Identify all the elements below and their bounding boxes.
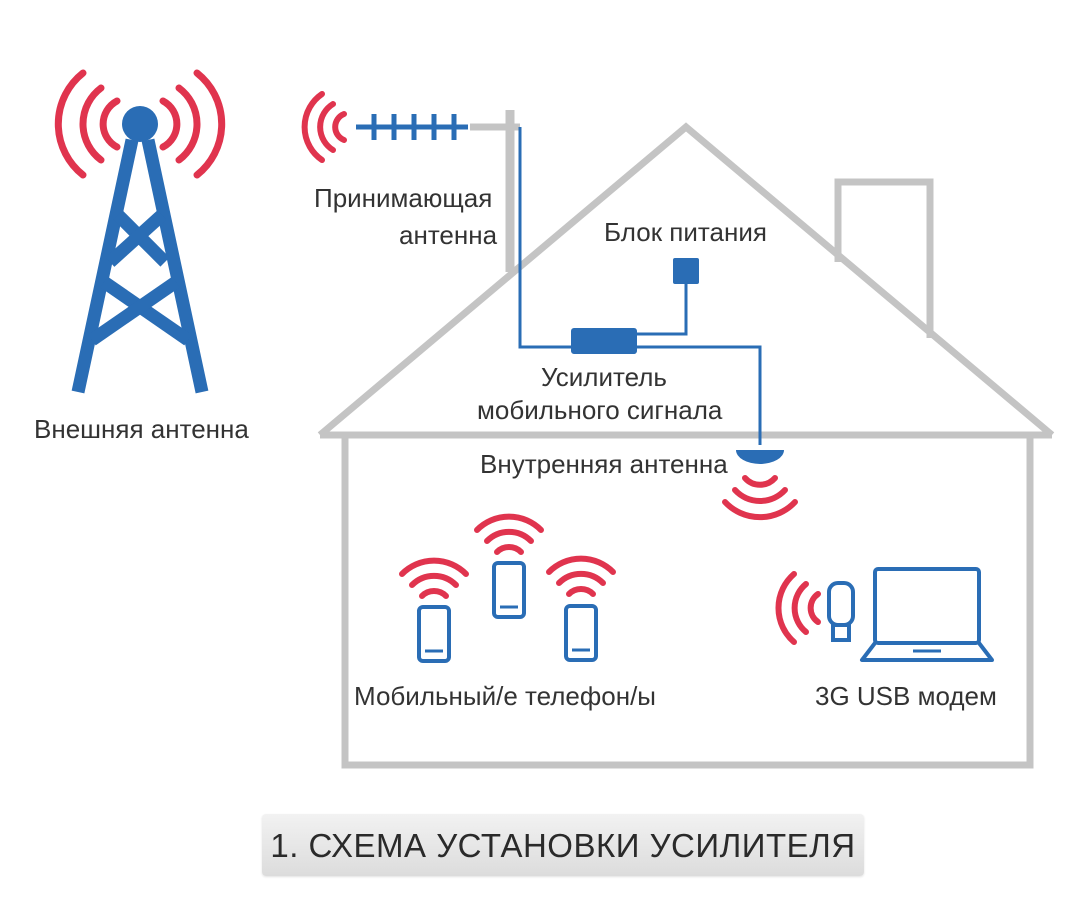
cable-power-to-amplifier <box>636 282 688 336</box>
cables <box>518 127 762 445</box>
laptop-icon <box>860 567 994 662</box>
cable-antenna-to-amplifier <box>518 127 572 349</box>
house-outline <box>317 122 1055 769</box>
amplifier-label-line1: Усилитель <box>541 362 667 392</box>
receiving-antenna-label-line2: антенна <box>399 220 498 250</box>
signal-waves-icon <box>722 475 798 521</box>
smartphone-icon <box>399 557 469 663</box>
yagi-antenna-icon <box>301 91 520 272</box>
caption-banner: 1. СХЕМА УСТАНОВКИ УСИЛИТЕЛЯ <box>262 814 864 876</box>
receiving-antenna-label-line1: Принимающая <box>314 183 492 213</box>
power-supply-icon <box>673 258 699 284</box>
modem-label: 3G USB модем <box>815 681 997 711</box>
caption-title: 1. СХЕМА УСТАНОВКИ УСИЛИТЕЛЯ <box>270 827 856 864</box>
house-chimney <box>834 178 934 338</box>
amplifier-label-line2: мобильного сигнала <box>477 395 723 425</box>
outdoor-antenna-label: Внешняя антенна <box>34 414 249 444</box>
cell-tower-icon <box>54 69 226 394</box>
signal-waves-icon <box>301 91 347 163</box>
phones-label: Мобильный/е телефон/ы <box>354 681 656 711</box>
house-walls <box>341 435 1034 769</box>
power-supply-label: Блок питания <box>604 217 767 247</box>
signal-waves-icon <box>775 571 821 645</box>
signal-waves-icon <box>546 555 616 597</box>
indoor-antenna-icon <box>722 450 798 521</box>
signal-waves-icon <box>54 69 226 179</box>
indoor-antenna-label: Внутренняя антенна <box>480 449 728 479</box>
cable-amplifier-to-indoor <box>636 345 762 445</box>
phone-group <box>399 513 616 663</box>
signal-waves-icon <box>474 513 544 555</box>
usb-modem-icon <box>775 571 855 645</box>
smartphone-icon <box>474 513 544 619</box>
amplifier-icon <box>571 328 637 354</box>
signal-waves-icon <box>399 557 469 599</box>
smartphone-icon <box>546 555 616 662</box>
